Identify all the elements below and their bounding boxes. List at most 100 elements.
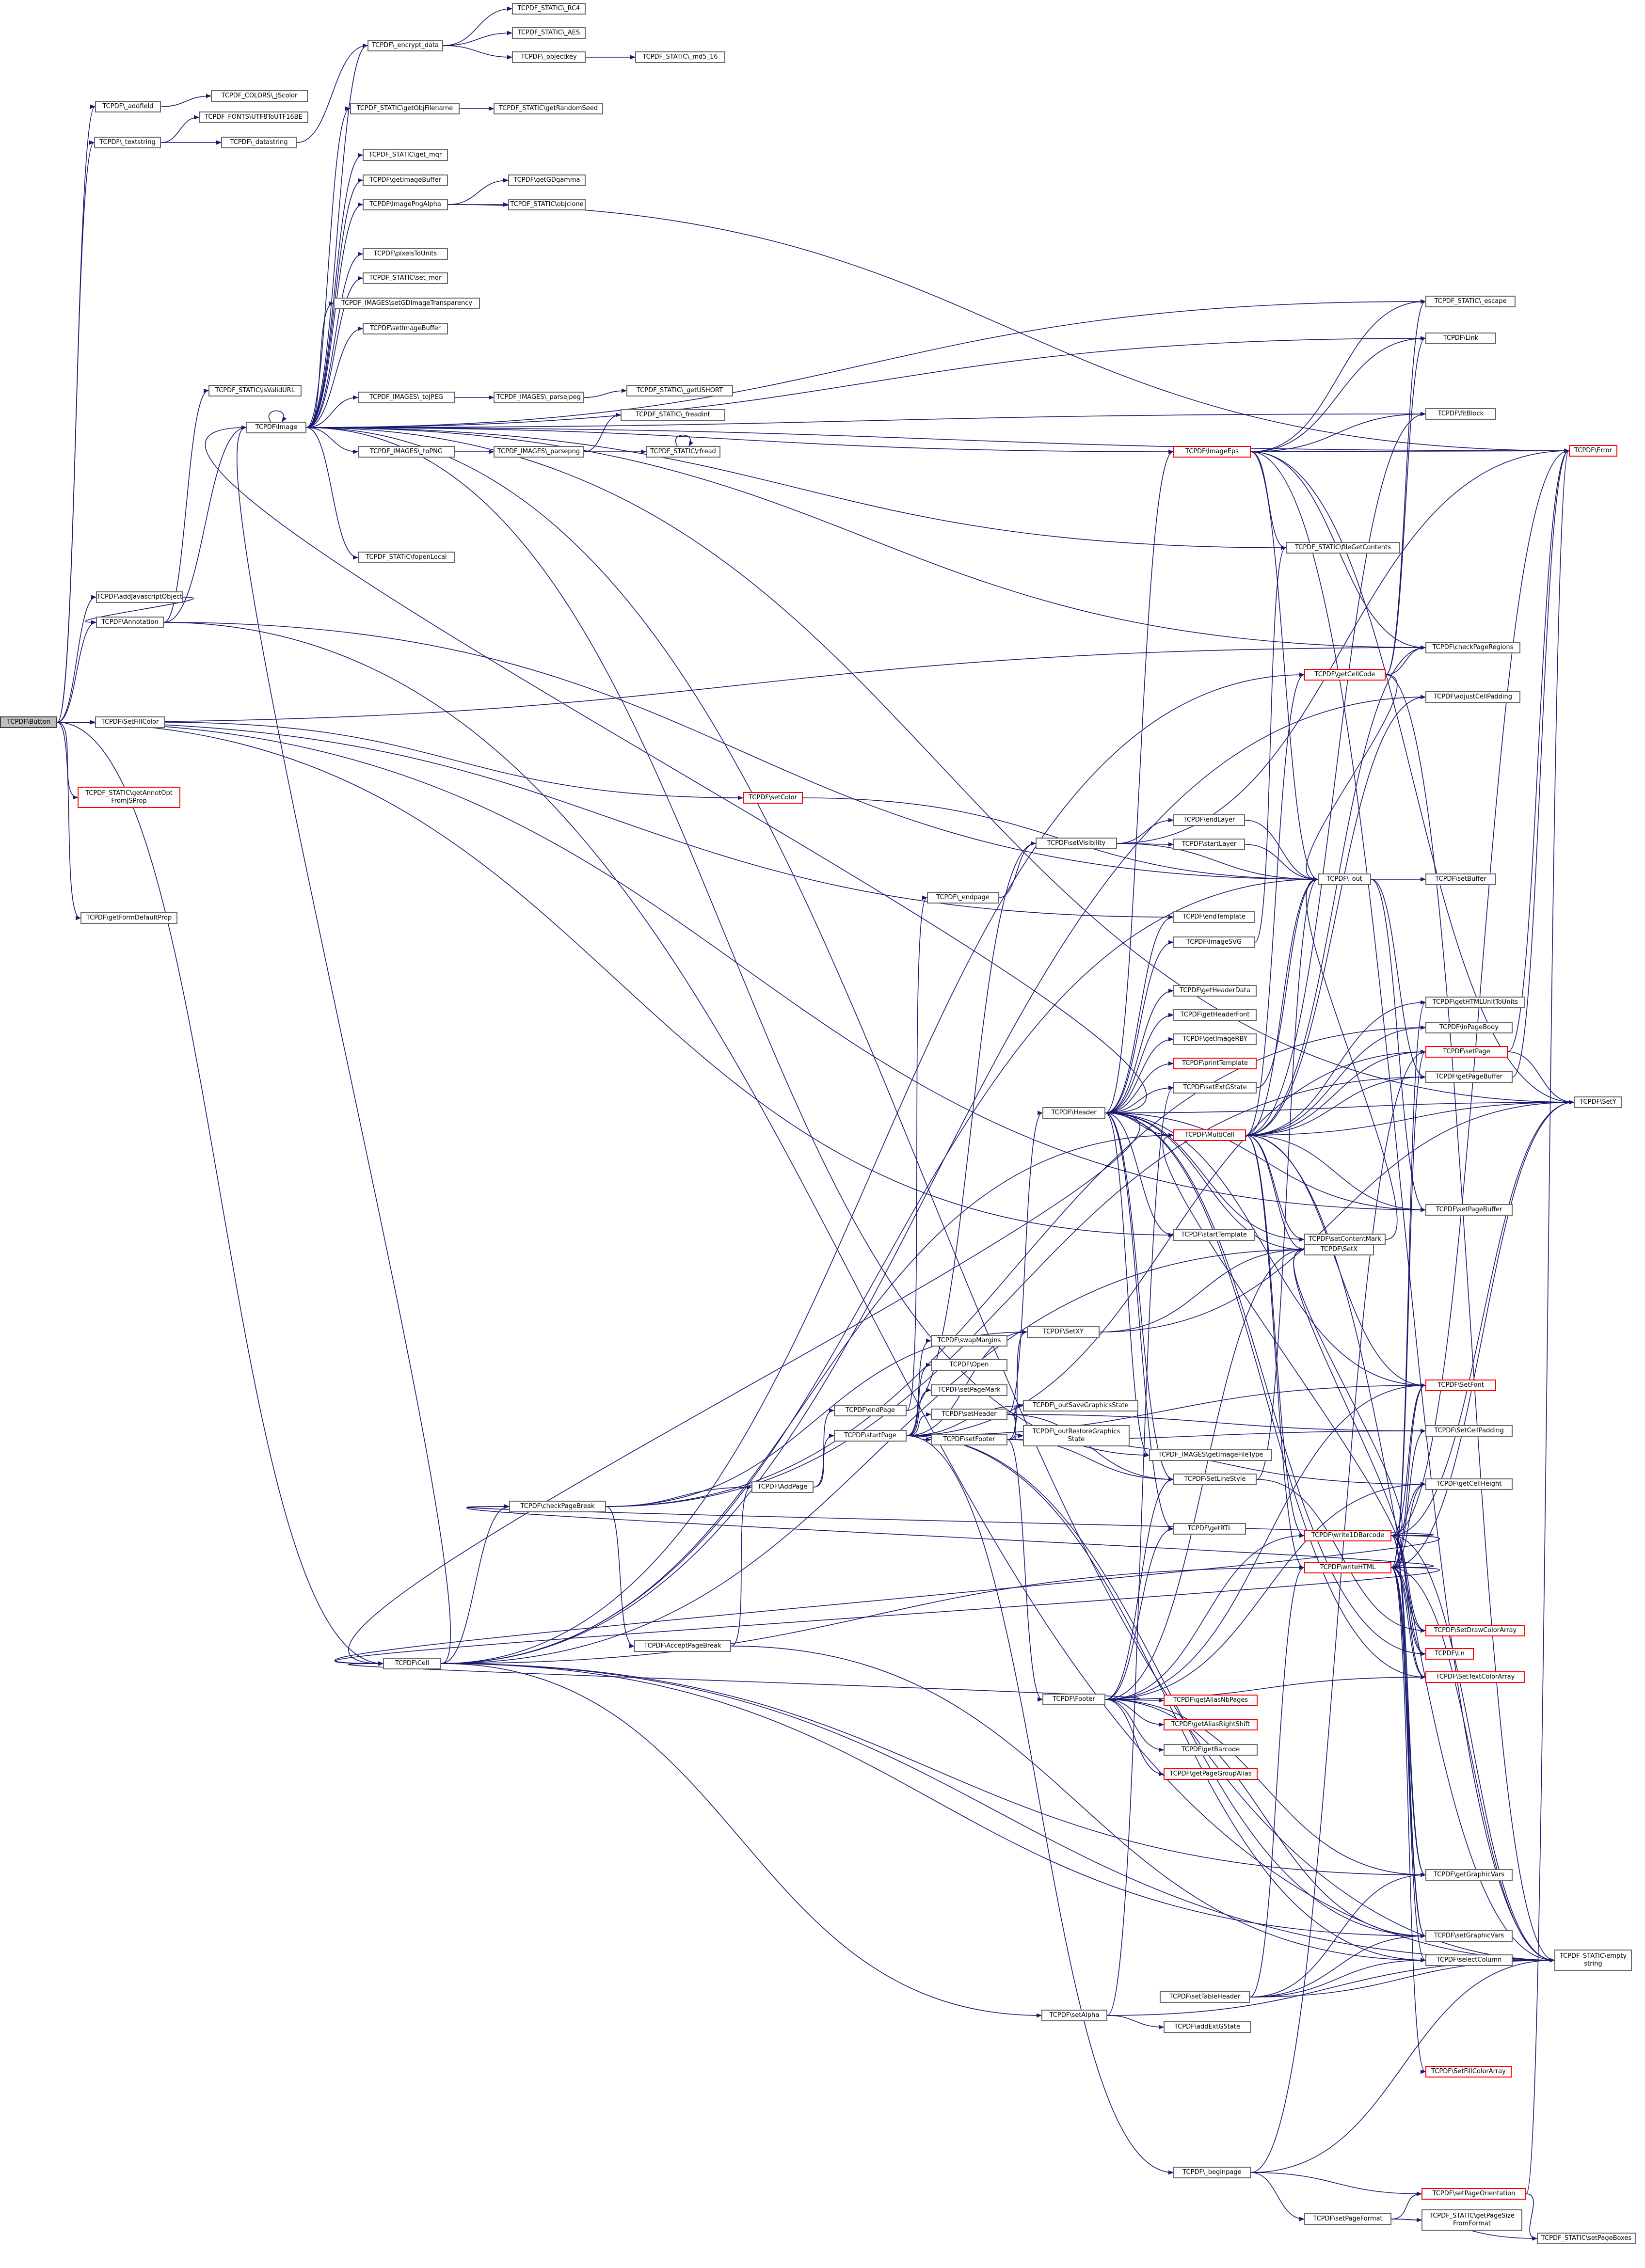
node-parsepng[interactable]: TCPDF_IMAGES\_parsepng xyxy=(494,446,584,458)
node-setlinestyle[interactable]: TCPDF\SetLineStyle xyxy=(1173,1474,1257,1485)
node-settextcolorarray[interactable]: TCPDF\SetTextColorArray xyxy=(1425,1671,1525,1683)
node-escape[interactable]: TCPDF_STATIC\_escape xyxy=(1425,296,1516,307)
node-utf8[interactable]: TCPDF_FONTS\UTF8ToUTF16BE xyxy=(199,111,308,123)
node-startpage[interactable]: TCPDF\startPage xyxy=(834,1430,907,1442)
node-getimagefiletype[interactable]: TCPDF_IMAGES\getImageFileType xyxy=(1149,1449,1272,1461)
node-outrestoregs[interactable]: TCPDF\_outRestoreGraphics State xyxy=(1023,1425,1130,1446)
node-fitblock[interactable]: TCPDF\fitBlock xyxy=(1425,408,1496,420)
node-printtemplate[interactable]: TCPDF\printTemplate xyxy=(1173,1058,1257,1069)
node-setgraphicvars[interactable]: TCPDF\setGraphicVars xyxy=(1425,1930,1513,1942)
node-acceptpagebreak[interactable]: TCPDF\AcceptPageBreak xyxy=(634,1640,731,1652)
node-isvalidurl[interactable]: TCPDF_STATIC\isValidURL xyxy=(208,385,302,397)
node-pixels[interactable]: TCPDF\pixelsToUnits xyxy=(363,248,448,260)
node-setmqr[interactable]: TCPDF_STATIC\set_mqr xyxy=(363,272,448,284)
node-checkpagebreak[interactable]: TCPDF\checkPageBreak xyxy=(509,1501,606,1512)
node-out[interactable]: TCPDF\_out xyxy=(1318,873,1371,885)
node-rc4[interactable]: TCPDF_STATIC\_RC4 xyxy=(512,3,586,15)
node-endpage[interactable]: TCPDF\endPage xyxy=(834,1405,907,1416)
node-fopenlocal[interactable]: TCPDF_STATIC\fopenLocal xyxy=(358,552,455,563)
node-randomseed[interactable]: TCPDF_STATIC\getRandomSeed xyxy=(494,103,603,114)
node-filegetcontents[interactable]: TCPDF_STATIC\fileGetContents xyxy=(1286,542,1400,554)
node-addpage[interactable]: TCPDF\AddPage xyxy=(751,1481,814,1493)
node-getmqr[interactable]: TCPDF_STATIC\get_mqr xyxy=(363,149,448,161)
node-setpagemark[interactable]: TCPDF\setPageMark xyxy=(931,1384,1007,1396)
node-annotation[interactable]: TCPDF\Annotation xyxy=(96,617,164,628)
node-image[interactable]: TCPDF\Image xyxy=(246,422,306,433)
node-getgdgamma[interactable]: TCPDF\getGDgamma xyxy=(508,174,586,186)
node-rfread[interactable]: TCPDF_STATIC\rfread xyxy=(646,446,720,458)
node-getheaderdata[interactable]: TCPDF\getHeaderData xyxy=(1173,985,1257,997)
node-checkpageregions[interactable]: TCPDF\checkPageRegions xyxy=(1425,642,1520,653)
node-endpage[interactable]: TCPDF\_endpage xyxy=(927,892,999,904)
node-textstring[interactable]: TCPDF\_textstring xyxy=(94,137,161,148)
node-getpagegroupalias[interactable]: TCPDF\getPageGroupAlias xyxy=(1164,1768,1258,1780)
node-topng[interactable]: TCPDF_IMAGES\_toPNG xyxy=(358,446,455,458)
node-sety[interactable]: TCPDF\SetY xyxy=(1574,1096,1622,1108)
node-setheader[interactable]: TCPDF\setHeader xyxy=(931,1409,1007,1420)
node-getobjfilename[interactable]: TCPDF_STATIC\getObjFilename xyxy=(350,103,460,114)
node-setalpha[interactable]: TCPDF\setAlpha xyxy=(1041,2010,1107,2021)
node-beginpage[interactable]: TCPDF\_beginpage xyxy=(1173,2167,1251,2178)
node-error[interactable]: TCPDF\Error xyxy=(1569,445,1617,457)
node-getannotopt[interactable]: TCPDF_STATIC\getAnnotOpt FromJSProp xyxy=(78,787,180,808)
node-setfont[interactable]: TCPDF\SetFont xyxy=(1425,1380,1496,1391)
node-header[interactable]: TCPDF\Header xyxy=(1042,1107,1105,1119)
node-setpagebuffer[interactable]: TCPDF\setPageBuffer xyxy=(1425,1204,1513,1216)
node-setbuffer[interactable]: TCPDF\setBuffer xyxy=(1425,873,1496,885)
node-adjustcellpadding[interactable]: TCPDF\adjustCellPadding xyxy=(1425,691,1520,703)
node-getrtl[interactable]: TCPDF\getRTL xyxy=(1173,1523,1246,1535)
node-setx[interactable]: TCPDF\SetX xyxy=(1304,1244,1374,1255)
node-setpage[interactable]: TCPDF\setPage xyxy=(1425,1046,1508,1058)
node-endlayer[interactable]: TCPDF\endLayer xyxy=(1173,814,1245,826)
node-setfooter[interactable]: TCPDF\setFooter xyxy=(931,1434,1007,1445)
node-colorsjs[interactable]: TCPDF_COLORS\_JScolor xyxy=(211,90,308,102)
node-swapmargins[interactable]: TCPDF\swapMargins xyxy=(931,1335,1007,1347)
node-emptystring[interactable]: TCPDF_STATIC\empty string xyxy=(1554,1950,1632,1971)
node-imagesvg[interactable]: TCPDF\ImageSVG xyxy=(1173,936,1255,948)
node-getimagerby[interactable]: TCPDF\getImageRBY xyxy=(1173,1033,1257,1045)
node-setdrawcolorarray[interactable]: TCPDF\SetDrawColorArray xyxy=(1425,1625,1525,1636)
node-setfillcolor[interactable]: TCPDF\SetFillColor xyxy=(95,716,165,728)
node-getimagebuffer[interactable]: TCPDF\getImageBuffer xyxy=(363,174,448,186)
node-getcellcode[interactable]: TCPDF\getCellCode xyxy=(1304,669,1386,681)
node-tojpeg[interactable]: TCPDF_IMAGES\_toJPEG xyxy=(358,392,455,403)
node-endtemplate[interactable]: TCPDF\endTemplate xyxy=(1173,911,1255,923)
node-getformdefault[interactable]: TCPDF\getFormDefaultProp xyxy=(80,912,177,924)
node-imagepngalpha[interactable]: TCPDF\ImagePngAlpha xyxy=(363,199,448,210)
node-setpageformat[interactable]: TCPDF\setPageFormat xyxy=(1304,2213,1391,2225)
node-addfield[interactable]: TCPDF\_addfield xyxy=(95,101,161,112)
node-getbarcode[interactable]: TCPDF\getBarcode xyxy=(1164,1744,1258,1756)
node-getheaderfont[interactable]: TCPDF\getHeaderFont xyxy=(1173,1009,1257,1021)
node-getpagesize[interactable]: TCPDF_STATIC\getPageSize FromFormat xyxy=(1421,2209,1522,2231)
node-freadint[interactable]: TCPDF_STATIC\_freadint xyxy=(621,409,725,421)
node-datastring[interactable]: TCPDF\_datastring xyxy=(221,137,297,148)
node-aes[interactable]: TCPDF_STATIC\_AES xyxy=(512,27,586,39)
node-getaliasnbpages[interactable]: TCPDF\getAliasNbPages xyxy=(1164,1695,1258,1706)
node-gethtmlunit[interactable]: TCPDF\getHTMLUnitToUnits xyxy=(1425,997,1525,1008)
node-setpageorientation[interactable]: TCPDF\setPageOrientation xyxy=(1421,2188,1526,2200)
node-cell[interactable]: TCPDF\Cell xyxy=(383,1658,441,1669)
node-md5[interactable]: TCPDF_STATIC\_md5_16 xyxy=(635,51,725,63)
node-setcontentmark[interactable]: TCPDF\setContentMark xyxy=(1304,1234,1386,1245)
node-getgraphicvars[interactable]: TCPDF\getGraphicVars xyxy=(1425,1869,1513,1881)
node-getcellheight[interactable]: TCPDF\getCellHeight xyxy=(1425,1478,1513,1490)
node-starttemplate[interactable]: TCPDF\startTemplate xyxy=(1173,1229,1255,1241)
node-startlayer[interactable]: TCPDF\startLayer xyxy=(1173,839,1245,850)
node-writehtml[interactable]: TCPDF\writeHTML xyxy=(1304,1562,1391,1573)
node-ln[interactable]: TCPDF\Ln xyxy=(1425,1648,1474,1660)
node-addjs[interactable]: TCPDF\addJavascriptObject xyxy=(96,591,183,603)
node-write1dbarcode[interactable]: TCPDF\write1DBarcode xyxy=(1304,1530,1391,1541)
node-selectcolumn[interactable]: TCPDF\selectColumn xyxy=(1425,1954,1513,1966)
node-inpagebody[interactable]: TCPDF\inPageBody xyxy=(1425,1022,1513,1033)
node-settableheader[interactable]: TCPDF\setTableHeader xyxy=(1160,1991,1250,2003)
node-setfillcolorarray[interactable]: TCPDF\SetFillColorArray xyxy=(1425,2066,1512,2078)
node-encrypt[interactable]: TCPDF\_encrypt_data xyxy=(367,40,443,51)
node-gdtransp[interactable]: TCPDF_IMAGES\setGDImageTransparency xyxy=(334,298,480,309)
node-getushort[interactable]: TCPDF_STATIC\_getUSHORT xyxy=(626,385,733,397)
node-objectkey[interactable]: TCPDF\_objectkey xyxy=(512,51,586,63)
node-outsavegs[interactable]: TCPDF\_outSaveGraphicsState xyxy=(1023,1400,1138,1412)
node-getpagebuffer[interactable]: TCPDF\getPageBuffer xyxy=(1425,1071,1513,1083)
node-parsejpeg[interactable]: TCPDF_IMAGES\_parsejpeg xyxy=(494,392,584,403)
node-setvisibility[interactable]: TCPDF\setVisibility xyxy=(1036,838,1117,849)
node-getaliasrightshift[interactable]: TCPDF\getAliasRightShift xyxy=(1164,1719,1258,1730)
